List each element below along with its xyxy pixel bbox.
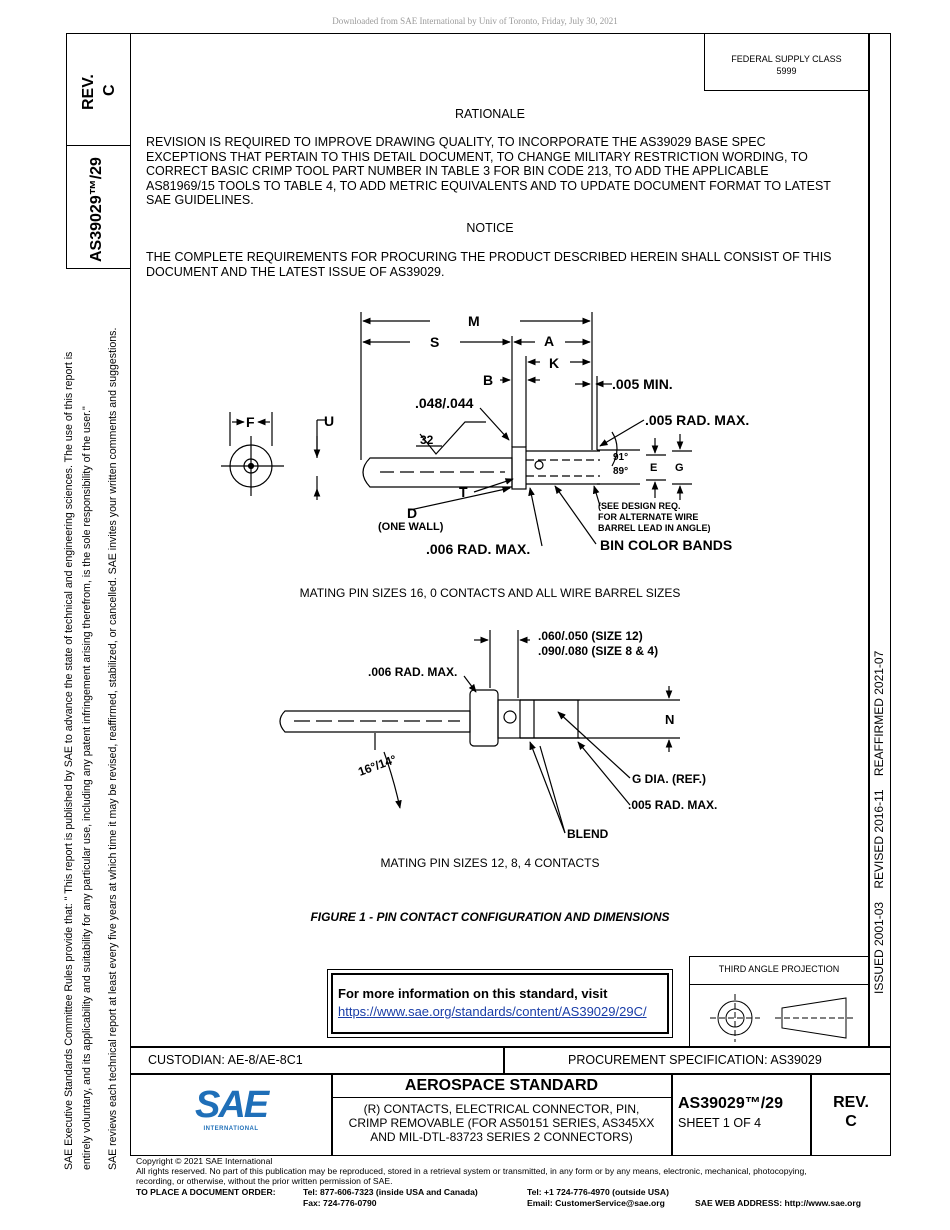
notice-line: THE COMPLETE REQUIREMENTS FOR PROCURING … bbox=[146, 250, 832, 264]
page-frame bbox=[130, 33, 891, 1156]
dim-060-label: .060/.050 (SIZE 12) bbox=[538, 629, 643, 643]
dim-048-label: .048/.044 bbox=[415, 395, 474, 411]
see-design-line-3: BARREL LEAD IN ANGLE) bbox=[598, 523, 711, 533]
dim-m-label: M bbox=[468, 313, 480, 329]
dim-n-label: N bbox=[665, 712, 674, 727]
drawing-pin-contact-1: M S A K B .005 MIN. .048/.044 .005 RAD. … bbox=[221, 312, 749, 557]
rationale-line: SAE GUIDELINES. bbox=[146, 193, 254, 207]
email[interactable]: Email: CustomerService@sae.org bbox=[527, 1198, 665, 1208]
title-rev-value: C bbox=[845, 1113, 857, 1130]
see-design-line-1: (SEE DESIGN REQ. bbox=[598, 501, 681, 511]
title-doc-number: AS39029™/29 bbox=[678, 1095, 783, 1112]
blend-label: BLEND bbox=[567, 827, 609, 841]
info-box bbox=[327, 969, 673, 1038]
figure-caption: FIGURE 1 - PIN CONTACT CONFIGURATION AND… bbox=[310, 910, 670, 924]
dim-005-rad-label: .005 RAD. MAX. bbox=[645, 412, 749, 428]
procurement-text: PROCUREMENT SPECIFICATION: AS39029 bbox=[568, 1053, 822, 1067]
rationale-line: AS81969/15 TOOLS TO TABLE 4, TO ADD METR… bbox=[146, 178, 831, 193]
sheet-number: SHEET 1 OF 4 bbox=[678, 1116, 762, 1130]
document-title-line: AND MIL-DTL-83723 SERIES 2 CONNECTORS) bbox=[370, 1130, 633, 1144]
info-box-text: For more information on this standard, v… bbox=[338, 986, 608, 1001]
document-title-line: (R) CONTACTS, ELECTRICAL CONNECTOR, PIN, bbox=[363, 1102, 640, 1116]
notice-body: THE COMPLETE REQUIREMENTS FOR PROCURING … bbox=[146, 250, 866, 279]
dim-u-label: U bbox=[324, 413, 334, 429]
title-vsep-3 bbox=[671, 1073, 673, 1156]
tel-outside: Tel: +1 724-776-4970 (outside USA) bbox=[527, 1187, 669, 1197]
title-block-top bbox=[130, 1046, 891, 1048]
projection-symbol-icon bbox=[710, 994, 855, 1042]
side-doc-box bbox=[66, 145, 131, 269]
rationale-heading: RATIONALE bbox=[455, 107, 525, 121]
standard-type: AEROSPACE STANDARD bbox=[404, 1077, 599, 1094]
fax: Fax: 724-776-0790 bbox=[303, 1198, 377, 1208]
title-block-row bbox=[130, 1073, 891, 1075]
g-dia-label: G DIA. (REF.) bbox=[632, 772, 706, 786]
surface-32-label: 32 bbox=[420, 433, 434, 447]
dim-d-label: D bbox=[407, 505, 417, 521]
dim-b-label: B bbox=[483, 372, 493, 388]
dim-k-label: K bbox=[549, 355, 559, 371]
document-title-line: CRIMP REMOVABLE (FOR AS50151 SERIES, AS3… bbox=[348, 1116, 655, 1130]
angle-16-14-label: 16°/14° bbox=[356, 752, 398, 779]
dim-g-label: G bbox=[675, 462, 684, 474]
angle-91-label: 91° bbox=[613, 452, 628, 463]
drawing2-caption: MATING PIN SIZES 12, 8, 4 CONTACTS bbox=[380, 856, 600, 870]
supply-class-box bbox=[704, 33, 869, 91]
notice-line: DOCUMENT AND THE LATEST ISSUE OF AS39029… bbox=[146, 264, 445, 279]
rad-006-label-2: .006 RAD. MAX. bbox=[368, 665, 457, 679]
history-divider bbox=[868, 33, 870, 1046]
projection-label: THIRD ANGLE PROJECTION bbox=[718, 964, 840, 974]
title-vsep-1 bbox=[503, 1046, 505, 1074]
copyright-text: Copyright © 2021 SAE International bbox=[136, 1156, 273, 1166]
document-title: (R) CONTACTS, ELECTRICAL CONNECTOR, PIN,… bbox=[331, 1102, 672, 1144]
dim-s-label: S bbox=[430, 334, 439, 350]
sae-logo-text: SAE bbox=[195, 1084, 269, 1126]
notice-heading: NOTICE bbox=[466, 221, 514, 235]
dim-t-label: T bbox=[459, 484, 468, 500]
rationale-line: CORRECT BASIC CRIMP TOOL PART NUMBER IN … bbox=[146, 164, 769, 178]
dim-f-label: F bbox=[246, 414, 255, 430]
download-note: Downloaded from SAE International by Uni… bbox=[332, 16, 618, 26]
order-label: TO PLACE A DOCUMENT ORDER: bbox=[136, 1187, 276, 1197]
rationale-body: REVISION IS REQUIRED TO IMPROVE DRAWING … bbox=[146, 135, 866, 208]
supply-class-value: 5999 bbox=[776, 66, 797, 76]
rights-text-2: recording, or otherwise, without the pri… bbox=[136, 1176, 393, 1186]
tel-usa: Tel: 877-606-7323 (inside USA and Canada… bbox=[303, 1187, 478, 1197]
rationale-line: REVISION IS REQUIRED TO IMPROVE DRAWING … bbox=[146, 135, 766, 149]
one-wall-label: (ONE WALL) bbox=[378, 521, 444, 533]
projection-divider bbox=[689, 984, 869, 985]
sae-logo-sub: INTERNATIONAL bbox=[203, 1126, 259, 1132]
title-vsep-2 bbox=[331, 1073, 333, 1156]
dim-e-label: E bbox=[650, 462, 657, 474]
dim-a-label: A bbox=[544, 333, 554, 349]
rights-text-1: All rights reserved. No part of this pub… bbox=[136, 1166, 807, 1176]
see-design-line-2: FOR ALTERNATE WIRE bbox=[598, 512, 698, 522]
drawing-pin-contact-2: .060/.050 (SIZE 12) .090/.080 (SIZE 8 & … bbox=[279, 629, 717, 841]
dim-005-min-label: .005 MIN. bbox=[612, 376, 673, 392]
title-vsep-4 bbox=[810, 1073, 812, 1156]
drawing1-caption: MATING PIN SIZES 16, 0 CONTACTS AND ALL … bbox=[299, 586, 681, 600]
footer: Copyright © 2021 SAE International All r… bbox=[136, 1156, 896, 1186]
supply-class-label: FEDERAL SUPPLY CLASS bbox=[731, 54, 842, 64]
rad-006-label: .006 RAD. MAX. bbox=[426, 541, 530, 557]
angle-89-label: 89° bbox=[613, 466, 628, 477]
custodian-text: CUSTODIAN: AE-8/AE-8C1 bbox=[148, 1053, 303, 1067]
rationale-line: EXCEPTIONS THAT PERTAIN TO THIS DETAIL D… bbox=[146, 149, 808, 164]
web-address[interactable]: SAE WEB ADDRESS: http://www.sae.org bbox=[695, 1198, 861, 1208]
title-rev-label: REV. bbox=[833, 1094, 869, 1111]
sae-logo: SAE INTERNATIONAL bbox=[195, 1084, 270, 1138]
dim-090-label: .090/.080 (SIZE 8 & 4) bbox=[538, 644, 658, 658]
rad-005-label-2: .005 RAD. MAX. bbox=[628, 798, 717, 812]
standard-link[interactable]: https://www.sae.org/standards/content/AS… bbox=[338, 1004, 647, 1019]
bin-color-label: BIN COLOR BANDS bbox=[600, 537, 732, 553]
title-under-standard bbox=[331, 1097, 672, 1098]
